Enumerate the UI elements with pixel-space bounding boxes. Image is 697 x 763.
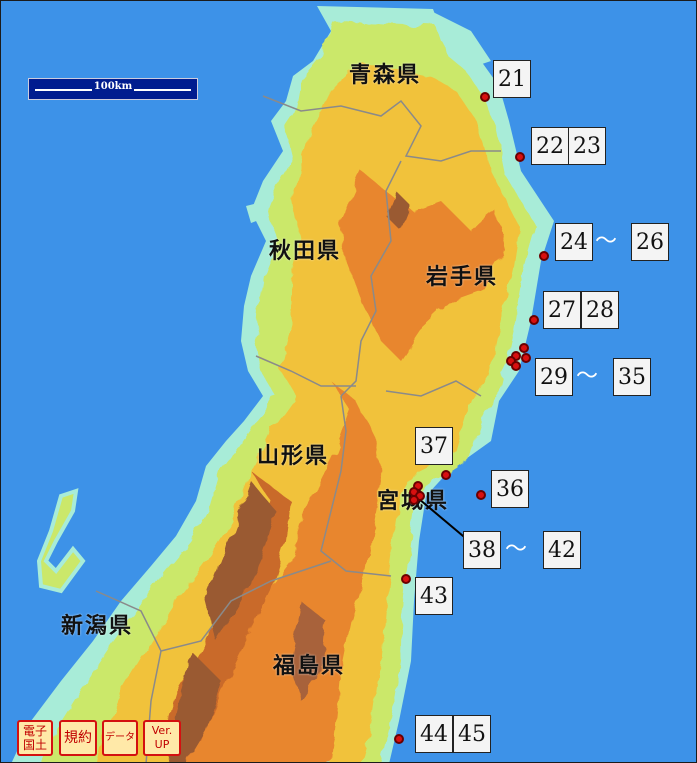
site-marker-43[interactable] <box>401 574 411 584</box>
site-label-37[interactable]: 37 <box>415 427 453 465</box>
pref-aomori: 青森県 <box>349 63 422 88</box>
terms-label: 規約 <box>64 730 92 746</box>
site-label-45[interactable]: 45 <box>453 715 491 753</box>
site-label-23[interactable]: 23 <box>568 127 606 165</box>
site-label-38[interactable]: 38 <box>463 531 501 569</box>
site-marker-24[interactable] <box>539 251 549 261</box>
site-marker-41[interactable] <box>409 495 419 505</box>
land-oga <box>246 201 269 223</box>
site-label-21[interactable]: 21 <box>493 60 531 98</box>
site-label-28[interactable]: 28 <box>581 291 619 329</box>
land-mountain-north <box>339 171 506 361</box>
pref-niigata: 新潟県 <box>61 614 134 639</box>
pref-iwate: 岩手県 <box>426 265 499 290</box>
site-label-36[interactable]: 36 <box>491 470 529 508</box>
land-peak-3 <box>289 601 326 701</box>
version-up-label: Ver. UP <box>151 724 173 751</box>
site-label-43[interactable]: 43 <box>415 577 453 615</box>
site-label-44[interactable]: 44 <box>415 715 453 753</box>
site-marker-29[interactable] <box>519 343 529 353</box>
site-marker-22[interactable] <box>515 152 525 162</box>
site-label-42[interactable]: 42 <box>543 531 581 569</box>
denshi-kokudo-button[interactable]: 電子 国土 <box>17 720 53 756</box>
site-marker-36[interactable] <box>476 490 486 500</box>
land-peak-1 <box>206 481 276 641</box>
site-marker-37[interactable] <box>441 470 451 480</box>
pref-fukushima: 福島県 <box>273 654 346 679</box>
range-sep-38-42: ～ <box>505 537 528 562</box>
site-marker-27[interactable] <box>529 315 539 325</box>
site-marker-44[interactable] <box>394 734 404 744</box>
site-marker-31[interactable] <box>521 353 531 363</box>
terms-button[interactable]: 規約 <box>59 720 97 756</box>
land-sado <box>36 488 86 594</box>
site-marker-21[interactable] <box>480 92 490 102</box>
site-label-26[interactable]: 26 <box>631 223 669 261</box>
denshi-kokudo-label: 電子 国土 <box>22 724 47 752</box>
pref-yamagata: 山形県 <box>257 444 330 469</box>
site-label-27[interactable]: 27 <box>543 291 581 329</box>
scale-bar: 100km <box>28 78 198 100</box>
prefecture-borders <box>95 95 501 762</box>
site-label-35[interactable]: 35 <box>613 358 651 396</box>
version-up-button[interactable]: Ver. UP <box>143 720 181 756</box>
range-sep-29-35: ～ <box>576 364 599 389</box>
land-shimokita <box>431 11 491 66</box>
site-marker-33[interactable] <box>511 361 521 371</box>
site-label-29[interactable]: 29 <box>535 358 573 396</box>
site-label-24[interactable]: 24 <box>555 223 593 261</box>
land-peak-4 <box>386 191 411 231</box>
site-label-22[interactable]: 22 <box>531 127 569 165</box>
pref-akita: 秋田県 <box>269 239 342 264</box>
data-button[interactable]: データ <box>102 720 138 756</box>
data-label: データ <box>105 732 135 743</box>
range-sep-24-26: ～ <box>595 229 618 254</box>
scale-bar-label: 100km <box>91 81 135 92</box>
